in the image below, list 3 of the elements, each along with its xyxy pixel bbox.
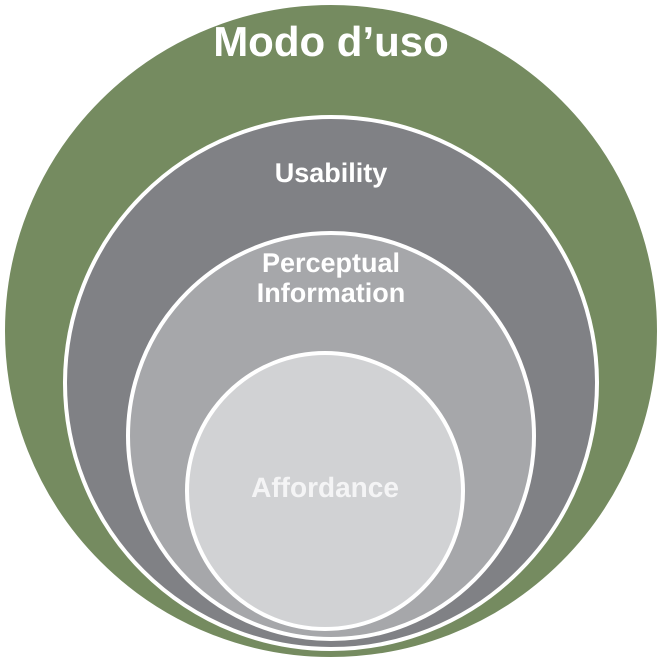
circle-label: Modo d’uso xyxy=(213,19,449,66)
circle-label: Usability xyxy=(274,159,388,189)
circle-label: Perceptual Information xyxy=(256,249,406,308)
